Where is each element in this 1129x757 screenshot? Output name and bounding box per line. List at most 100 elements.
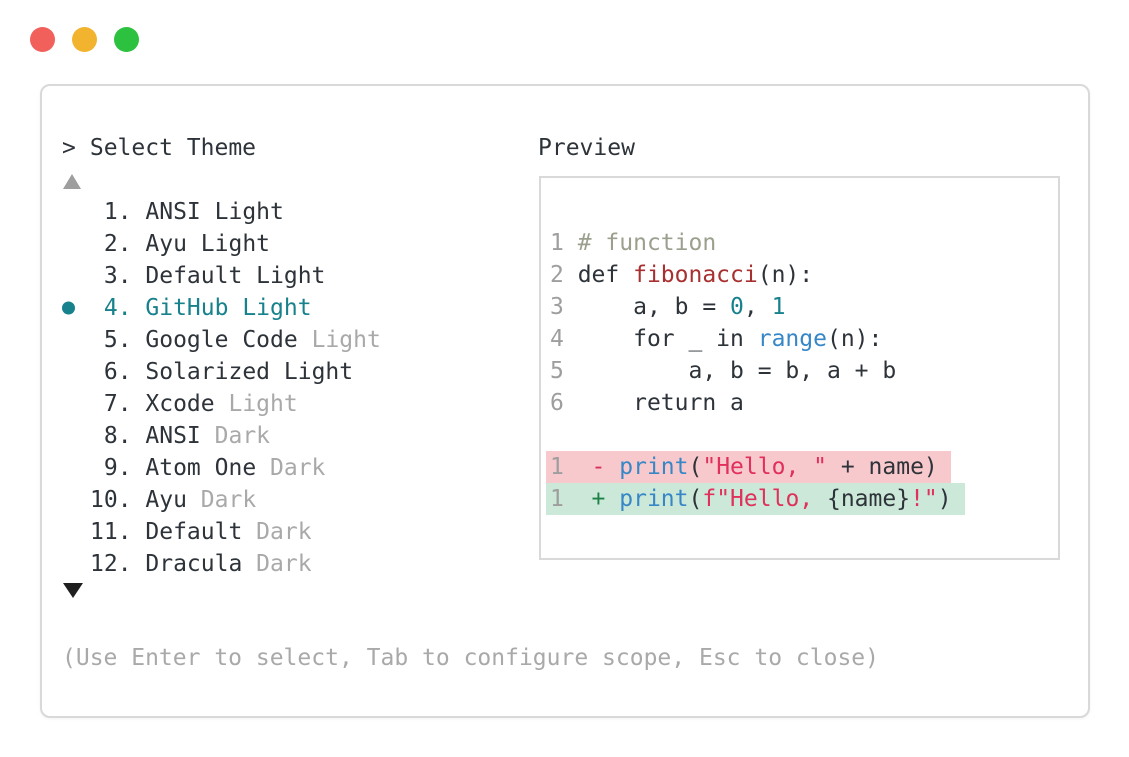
- code-line-content: 5 a, b = b, a + b: [550, 355, 896, 387]
- theme-name: Ayu: [145, 231, 201, 257]
- theme-option-number: 3.: [90, 263, 146, 289]
- minimize-button[interactable]: [72, 27, 97, 52]
- theme-option-7[interactable]: 7. Xcode Light: [62, 388, 381, 420]
- theme-name: Xcode: [145, 391, 229, 417]
- theme-variant: Dark: [256, 551, 312, 577]
- line-number: 1: [550, 230, 578, 256]
- preview-label: Preview: [538, 135, 635, 161]
- line-number: 4: [550, 326, 578, 352]
- code-token: # function: [577, 230, 717, 256]
- code-line-content: 2 def fibonacci(n):: [550, 259, 813, 291]
- zoom-button[interactable]: [114, 27, 139, 52]
- theme-option-number: 11.: [90, 519, 146, 545]
- code-token: for _ in: [577, 326, 758, 352]
- select-theme-prompt: >Select Theme: [62, 132, 256, 164]
- theme-variant: Light: [200, 231, 271, 257]
- help-text: (Use Enter to select, Tab to configure s…: [62, 645, 879, 671]
- theme-option-3[interactable]: 3. Default Light: [62, 260, 381, 292]
- code-line-content: 4 for _ in range(n):: [550, 323, 882, 355]
- line-number: 2: [550, 262, 578, 288]
- code-token: (: [688, 486, 703, 512]
- theme-name: Solarized: [145, 359, 284, 385]
- theme-option-number: 7.: [90, 391, 146, 417]
- line-number: 6: [550, 390, 578, 416]
- code-line: 1 - print("Hello, " + name): [546, 451, 965, 483]
- theme-variant: Light: [228, 391, 298, 417]
- line-number: 1: [550, 486, 578, 512]
- theme-variant: Dark: [256, 519, 312, 545]
- theme-option-10[interactable]: 10. Ayu Dark: [62, 484, 381, 516]
- theme-option-5[interactable]: 5. Google Code Light: [62, 324, 381, 356]
- scroll-down-icon[interactable]: [63, 583, 83, 598]
- code-token: (n):: [826, 326, 883, 352]
- code-line-content: 1 + print(f"Hello, {name}!"): [546, 483, 965, 515]
- theme-name: Dracula: [145, 551, 257, 577]
- theme-picker-panel: >Select Theme Preview 1. ANSI Light 2. A…: [40, 84, 1090, 718]
- code-line-content: 3 a, b = 0, 1: [550, 291, 785, 323]
- code-token: !": [910, 486, 938, 512]
- code-token: a, b =: [577, 294, 731, 320]
- code-token: ): [937, 486, 952, 512]
- code-line: 2 def fibonacci(n):: [550, 259, 965, 291]
- theme-option-number: 10.: [90, 487, 146, 513]
- code-token: + name): [826, 454, 938, 480]
- line-number: 3: [550, 294, 578, 320]
- code-token: ,: [743, 294, 772, 320]
- theme-variant: Light: [242, 295, 312, 321]
- code-line: 1 + print(f"Hello, {name}!"): [546, 483, 965, 515]
- theme-name: Google Code: [145, 327, 312, 353]
- theme-option-4[interactable]: 4. GitHub Light: [62, 292, 381, 324]
- close-button[interactable]: [30, 27, 55, 52]
- theme-option-number: 6.: [90, 359, 146, 385]
- code-line-content: 1 - print("Hello, " + name): [546, 451, 951, 483]
- theme-option-number: 1.: [90, 199, 146, 225]
- code-token: fibonacci: [633, 262, 758, 288]
- theme-option-2[interactable]: 2. Ayu Light: [62, 228, 381, 260]
- theme-variant: Dark: [214, 423, 271, 449]
- line-number: 1: [550, 454, 578, 480]
- prompt-caret: >: [62, 135, 76, 161]
- theme-variant: Light: [214, 199, 284, 225]
- theme-option-number: 9.: [90, 455, 146, 481]
- code-line: [550, 419, 965, 451]
- code-token: f"Hello,: [702, 486, 827, 512]
- theme-option-number: 8.: [90, 423, 146, 449]
- theme-name: Default: [145, 263, 257, 289]
- theme-option-12[interactable]: 12. Dracula Dark: [62, 548, 381, 580]
- code-token: range: [757, 326, 827, 352]
- theme-name: ANSI: [145, 199, 215, 225]
- theme-variant: Dark: [200, 487, 257, 513]
- window-controls: [30, 27, 139, 52]
- code-line: 3 a, b = 0, 1: [550, 291, 965, 323]
- code-line: 4 for _ in range(n):: [550, 323, 965, 355]
- theme-name: Ayu: [145, 487, 201, 513]
- code-token: "Hello, ": [702, 454, 827, 480]
- theme-name: Atom One: [145, 455, 271, 481]
- theme-option-6[interactable]: 6. Solarized Light: [62, 356, 381, 388]
- theme-list: 1. ANSI Light 2. Ayu Light 3. Default Li…: [62, 196, 381, 580]
- theme-option-number: 5.: [90, 327, 146, 353]
- code-token: return a: [577, 390, 744, 416]
- selected-bullet-icon: [62, 301, 75, 315]
- code-token: -: [577, 454, 620, 480]
- code-token: +: [577, 486, 620, 512]
- code-token: (: [688, 454, 703, 480]
- theme-name: GitHub: [145, 295, 243, 321]
- code-token: def: [577, 262, 634, 288]
- code-token: (n):: [757, 262, 814, 288]
- code-line-content: 6 return a: [550, 387, 744, 419]
- theme-variant: Light: [311, 327, 381, 353]
- code-token: print: [619, 486, 689, 512]
- theme-option-9[interactable]: 9. Atom One Dark: [62, 452, 381, 484]
- theme-option-1[interactable]: 1. ANSI Light: [62, 196, 381, 228]
- theme-option-8[interactable]: 8. ANSI Dark: [62, 420, 381, 452]
- code-token: a, b = b, a + b: [577, 358, 897, 384]
- scroll-up-icon[interactable]: [63, 174, 81, 189]
- theme-option-number: 12.: [90, 551, 146, 577]
- theme-option-11[interactable]: 11. Default Dark: [62, 516, 381, 548]
- code-token: {name}: [826, 486, 911, 512]
- theme-variant: Light: [256, 263, 326, 289]
- code-token: print: [619, 454, 689, 480]
